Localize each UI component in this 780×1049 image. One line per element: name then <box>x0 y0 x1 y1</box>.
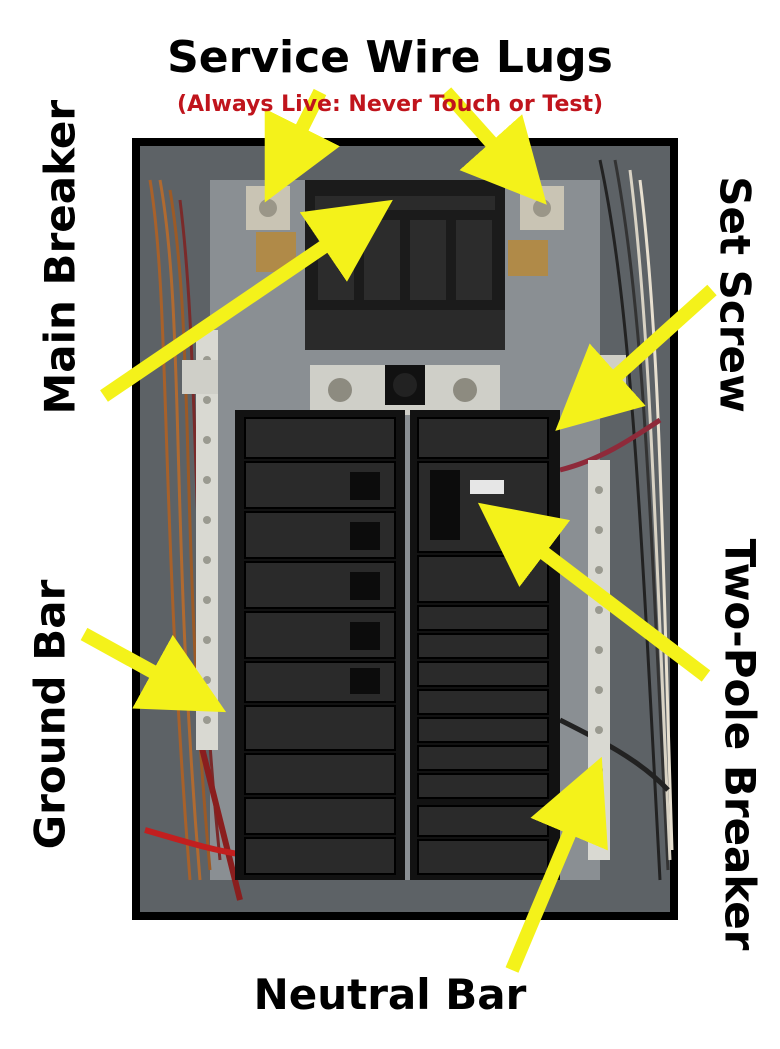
neutral-bar-strip <box>588 460 610 860</box>
set-screw-label: Set Screw <box>710 176 760 413</box>
arrow-main-breaker <box>100 199 393 402</box>
arrow-set-screw <box>555 284 717 431</box>
ground-bar-label: Ground Bar <box>25 579 75 850</box>
callout-arrows <box>80 87 717 973</box>
two-pole-breaker-label: Two-Pole Breaker <box>715 538 765 951</box>
arrow-two-pole-breaker <box>477 502 711 682</box>
neutral-bar-label: Neutral Bar <box>253 970 527 1019</box>
main-breaker-label: Main Breaker <box>35 99 85 415</box>
breakers-left <box>235 410 405 880</box>
service-wire-lugs-label: Service Wire Lugs <box>167 32 613 83</box>
arrow-neutral-bar <box>505 756 608 973</box>
arrow-ground-bar <box>80 627 227 713</box>
breakers-right <box>410 410 560 880</box>
arrow-service-lug-right <box>440 87 547 205</box>
warning-subtitle: (Always Live: Never Touch or Test) <box>176 92 604 117</box>
arrow-service-lug-left <box>264 88 340 203</box>
